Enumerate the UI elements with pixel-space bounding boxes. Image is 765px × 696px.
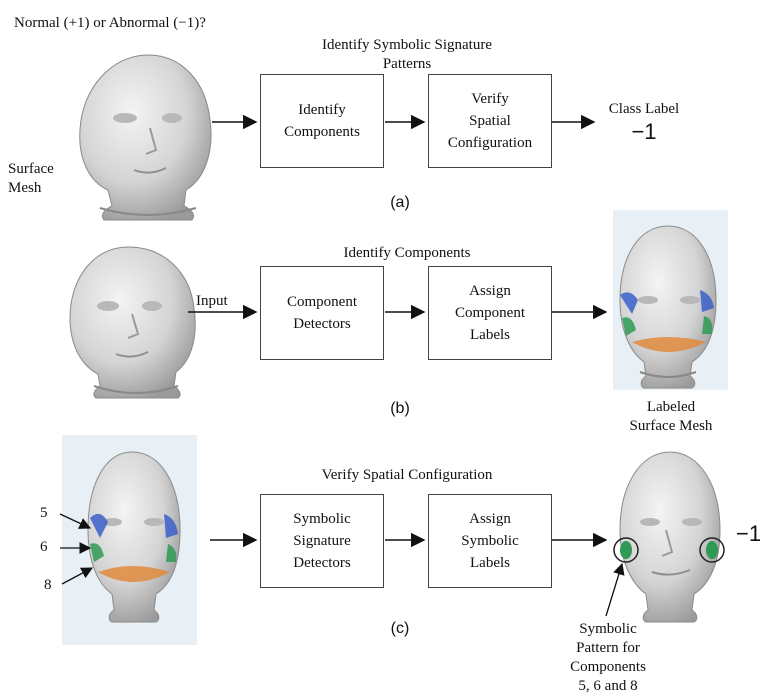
box-label-line: Identify bbox=[284, 99, 360, 121]
box-label-line: Detectors bbox=[293, 552, 351, 574]
symbolic-pattern-label: Symbolic Pattern for Components 5, 6 and… bbox=[556, 620, 660, 696]
component-number-8: 8 bbox=[44, 576, 52, 595]
assign-symbolic-labels-box: Assign Symbolic Labels bbox=[428, 494, 552, 588]
group-title-a-line: Patterns bbox=[262, 55, 552, 74]
box-label-line: Signature bbox=[293, 530, 351, 552]
caption-a: (a) bbox=[380, 194, 420, 212]
face-mesh-icon bbox=[620, 452, 720, 622]
labeled-surface-mesh-label: Labeled Surface Mesh bbox=[606, 398, 736, 436]
symbolic-pattern-line: Pattern for bbox=[556, 639, 660, 658]
group-title-a-line: Identify Symbolic Signature bbox=[262, 36, 552, 55]
symbolic-pattern-line: 5, 6 and 8 bbox=[556, 677, 660, 696]
class-label-value: −1 bbox=[596, 122, 692, 141]
caption-b: (b) bbox=[380, 400, 420, 418]
surface-mesh-label-line: Mesh bbox=[8, 179, 54, 198]
box-label-line: Assign bbox=[455, 280, 525, 302]
caption-c: (c) bbox=[380, 620, 420, 638]
assign-component-labels-box: Assign Component Labels bbox=[428, 266, 552, 360]
output-class-value: −1 bbox=[736, 524, 761, 543]
box-label-line: Spatial bbox=[448, 110, 532, 132]
arrow-icon bbox=[606, 564, 622, 616]
face-mesh-icon bbox=[70, 247, 195, 398]
component-number-5: 5 bbox=[40, 504, 48, 523]
box-label-line: Components bbox=[284, 121, 360, 143]
face-mesh-icon bbox=[80, 55, 211, 220]
box-label-line: Assign bbox=[461, 508, 519, 530]
labeled-surface-mesh-line: Labeled bbox=[606, 398, 736, 417]
verify-spatial-configuration-box: Verify Spatial Configuration bbox=[428, 74, 552, 168]
box-label-line: Component bbox=[455, 302, 525, 324]
labeled-surface-mesh-line: Surface Mesh bbox=[606, 417, 736, 436]
component-detectors-box: Component Detectors bbox=[260, 266, 384, 360]
input-label: Input bbox=[196, 292, 228, 311]
box-label-line: Labels bbox=[455, 324, 525, 346]
group-title-a: Identify Symbolic Signature Patterns bbox=[262, 36, 552, 74]
box-label-line: Symbolic bbox=[293, 508, 351, 530]
box-label-line: Verify bbox=[448, 88, 532, 110]
group-title-c: Verify Spatial Configuration bbox=[262, 466, 552, 485]
box-label-line: Symbolic bbox=[461, 530, 519, 552]
identify-components-box: Identify Components bbox=[260, 74, 384, 168]
box-label-line: Configuration bbox=[448, 132, 532, 154]
box-label-line: Component bbox=[287, 291, 357, 313]
symbolic-signature-detectors-box: Symbolic Signature Detectors bbox=[260, 494, 384, 588]
class-label-title: Class Label bbox=[596, 100, 692, 119]
surface-mesh-label-line: Surface bbox=[8, 160, 54, 179]
box-label-line: Labels bbox=[461, 552, 519, 574]
classification-question: Normal (+1) or Abnormal (−1)? bbox=[14, 14, 206, 33]
surface-mesh-label: Surface Mesh bbox=[8, 160, 54, 198]
group-title-b: Identify Components bbox=[262, 244, 552, 263]
box-label-line: Detectors bbox=[287, 313, 357, 335]
symbolic-pattern-line: Symbolic bbox=[556, 620, 660, 639]
component-number-6: 6 bbox=[40, 538, 48, 557]
symbolic-pattern-line: Components bbox=[556, 658, 660, 677]
